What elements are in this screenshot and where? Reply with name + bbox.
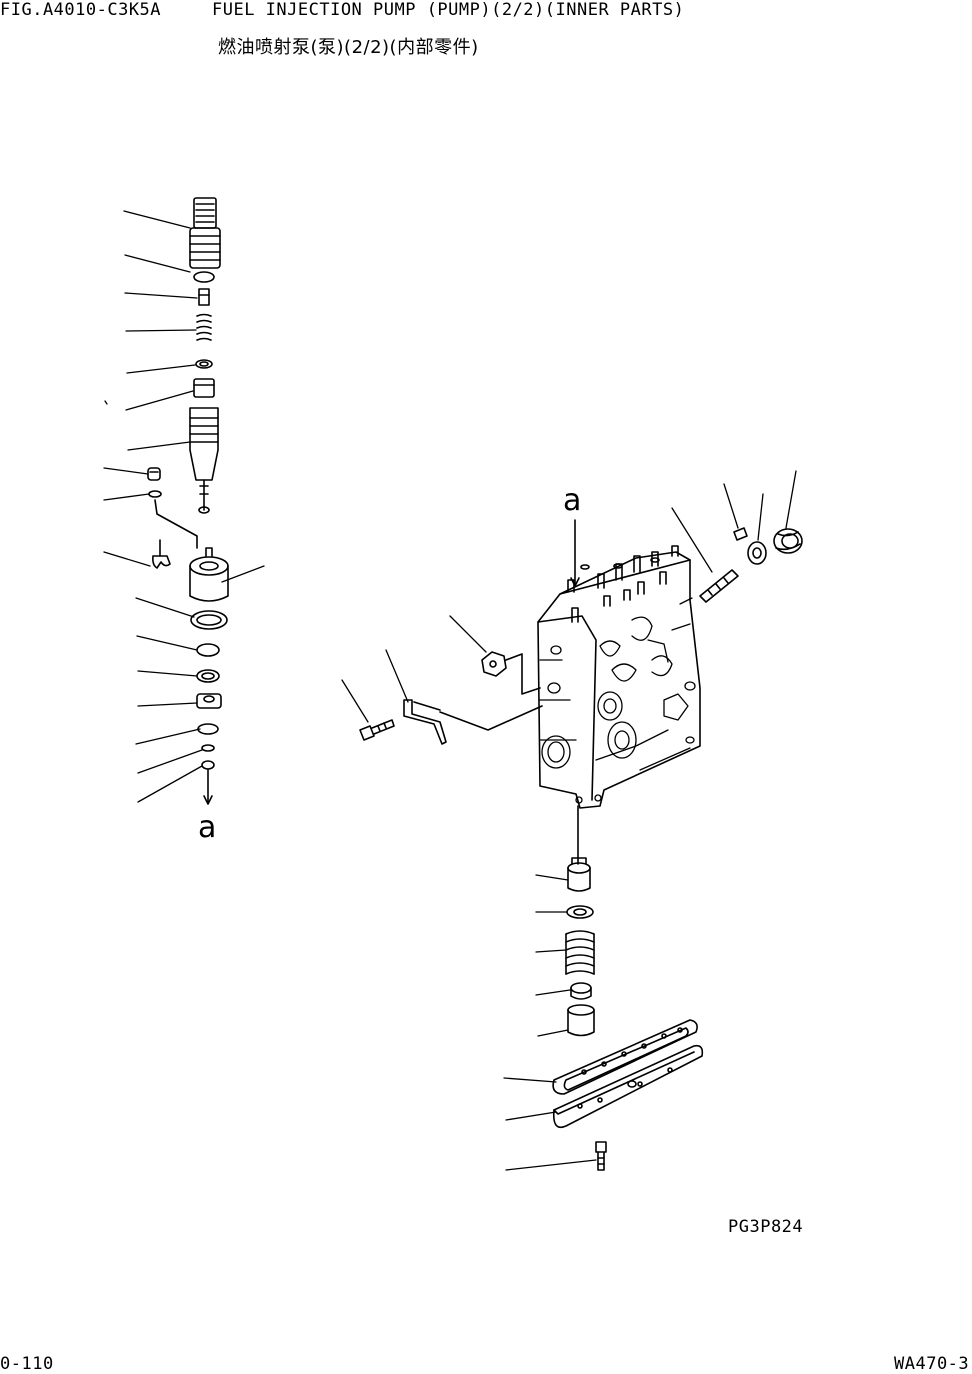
- pump-housing: [538, 520, 700, 864]
- rubber-cap: [774, 529, 802, 553]
- collar: [748, 542, 766, 564]
- shim: [198, 724, 218, 734]
- control-sleeve: [190, 548, 228, 601]
- pin: [734, 528, 747, 540]
- fork-pin: [153, 540, 170, 568]
- valve-spring: [197, 315, 211, 341]
- model-code: WA470-3: [894, 1354, 970, 1374]
- tappet: [568, 1005, 594, 1036]
- mounting-studs: [568, 546, 678, 622]
- cover-bolt: [596, 1142, 606, 1170]
- housing-details: [540, 598, 695, 803]
- tappet-stack: [504, 858, 702, 1170]
- spring-seat-lower: [567, 906, 593, 918]
- plunger-spring: [566, 931, 594, 974]
- bracket: [404, 700, 446, 744]
- drawing-code: PG3P824: [728, 1217, 804, 1237]
- valve-stopper: [199, 289, 209, 305]
- right-parts: [672, 471, 802, 602]
- small-ring: [202, 761, 214, 769]
- cover-gasket: [553, 1020, 697, 1094]
- guide-block: [197, 694, 221, 708]
- figure-code: FIG.A4010-C3K5A: [0, 0, 162, 20]
- leader-lines-bracket: [342, 616, 486, 722]
- leader-lines-bottom: [504, 875, 596, 1170]
- reference-mark-a-top: a: [563, 483, 582, 518]
- bolt: [360, 720, 394, 740]
- o-ring-2: [197, 644, 219, 656]
- small-washer: [149, 491, 161, 497]
- lower-seat: [571, 983, 591, 999]
- guide-line-bracket: [440, 706, 542, 730]
- small-shim: [202, 745, 214, 751]
- rack-plug: [700, 570, 738, 602]
- title-chinese: 燃油喷射泵(泵)(2/2)(内部零件): [218, 37, 479, 58]
- leader-lines-left: [104, 211, 264, 802]
- bracket-assembly: [342, 616, 542, 744]
- page-number: 0-110: [0, 1354, 54, 1374]
- o-ring: [194, 272, 214, 282]
- assembly-guide-line: [155, 500, 197, 548]
- title-english: FUEL INJECTION PUMP (PUMP)(2/2)(INNER PA…: [212, 0, 685, 20]
- reference-mark-a-bottom: a: [198, 810, 217, 845]
- ring-3: [197, 670, 219, 682]
- guide-line-nut: [506, 654, 540, 694]
- small-cap: [148, 468, 160, 480]
- gasket: [196, 360, 212, 368]
- left-parts-stack: [104, 198, 264, 804]
- bottom-cover: [554, 1046, 703, 1128]
- nut: [482, 652, 506, 676]
- delivery-valve-holder: [190, 198, 220, 268]
- tappet-guide: [568, 858, 590, 891]
- spring-seat-upper: [191, 611, 227, 629]
- leader-lines-right: [672, 471, 796, 572]
- delivery-valve: [194, 379, 214, 397]
- plunger-barrel: [190, 408, 218, 513]
